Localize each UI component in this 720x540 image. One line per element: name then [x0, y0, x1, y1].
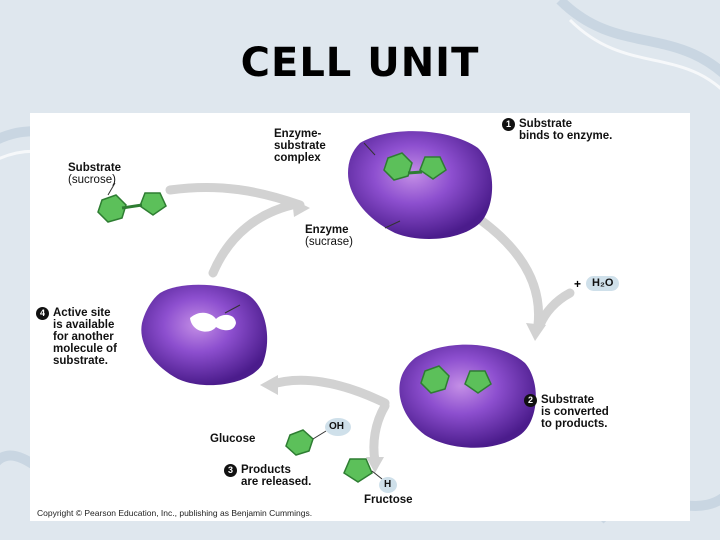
- step-4-line2: is available: [53, 319, 115, 331]
- enzyme-label-line1: Enzyme: [305, 224, 349, 236]
- water-plus: +: [574, 277, 582, 291]
- arrowhead-left: [260, 375, 278, 395]
- substrate-label: Substrate (sucrose): [68, 162, 121, 186]
- enzyme-substrate-complex: [348, 131, 493, 239]
- water-label: H₂O: [586, 276, 620, 291]
- arrowhead-top: [292, 199, 310, 217]
- enzyme-left: [141, 284, 268, 386]
- step-4-label: 4 Active site is available for another m…: [36, 307, 117, 367]
- fructose-label: Fructose: [364, 494, 413, 506]
- free-enzyme: [141, 284, 268, 386]
- step-3-label: 3 Products are released.: [224, 464, 311, 488]
- arrow-free-to-bind: [208, 200, 297, 278]
- step-4-line1: Active site: [53, 307, 111, 319]
- step-2-line2: is converted: [541, 406, 609, 418]
- step-1-line2: binds to enzyme.: [519, 130, 613, 142]
- complex-label-line3: complex: [274, 152, 321, 164]
- step-1-number: 1: [502, 118, 515, 131]
- step-4-line5: substrate.: [53, 355, 108, 367]
- fructose-molecule: [343, 458, 397, 493]
- arrow-release-to-free: [265, 375, 390, 408]
- step-1-line1: Substrate: [519, 118, 573, 130]
- step-2-label: 2 Substrate is converted to products.: [524, 394, 609, 430]
- leader-lines: [224, 142, 401, 314]
- sucrose-molecule: [97, 182, 167, 223]
- substrate-hexagon: [383, 152, 413, 181]
- step-3-number: 3: [224, 464, 237, 477]
- cycle-arrows: [165, 182, 575, 466]
- arrow-products-out: [369, 401, 390, 466]
- step-4-line3: for another: [53, 331, 114, 343]
- enzyme-bottom: [399, 344, 536, 448]
- enzyme-with-products: [399, 344, 536, 448]
- arrowheads: [260, 199, 546, 473]
- step-2-line1: Substrate: [541, 394, 595, 406]
- active-site-cleft: [190, 312, 236, 332]
- substrate-pentagon: [419, 156, 447, 180]
- enzyme-cycle-diagram: Substrate (sucrose) Enzyme- substrate co…: [30, 113, 690, 521]
- enzyme-label: Enzyme (sucrase): [305, 224, 353, 248]
- step-4-line4: molecule of: [53, 343, 117, 355]
- step-3-line2: are released.: [241, 476, 312, 488]
- diagram-graphic: [97, 131, 575, 493]
- glucose-label: Glucose: [210, 433, 256, 445]
- fructose-pentagon-bound: [464, 370, 492, 394]
- glucose-hexagon-bound: [420, 365, 450, 394]
- substrate-label-line1: Substrate: [68, 162, 122, 174]
- complex-label: Enzyme- substrate complex: [274, 128, 326, 164]
- step-3-line1: Products: [241, 464, 291, 476]
- arrow-substrate-in: [165, 182, 305, 210]
- enzyme-label-line2: (sucrase): [305, 236, 353, 248]
- enzyme-top: [348, 131, 493, 239]
- glucose-oh-label: OH: [329, 421, 344, 432]
- copyright-notice: Copyright © Pearson Education, Inc., pub…: [37, 508, 313, 518]
- step-2-number: 2: [524, 394, 537, 407]
- step-4-number: 4: [36, 307, 49, 320]
- glucose-molecule: [285, 418, 351, 456]
- arrow-bind-to-convert: [477, 216, 544, 330]
- slide-title: CELL UNIT: [240, 40, 480, 86]
- step-2-line3: to products.: [541, 418, 608, 430]
- substrate-label-line2: (sucrose): [68, 174, 116, 186]
- arrow-water-in: [535, 288, 575, 330]
- arrowhead-right: [526, 323, 546, 341]
- fructose-h-label: H: [384, 479, 392, 490]
- step-1-label: 1 Substrate binds to enzyme.: [502, 118, 612, 142]
- complex-label-line2: substrate: [274, 140, 326, 152]
- arrowhead-down: [366, 457, 384, 473]
- complex-label-line1: Enzyme-: [274, 128, 322, 140]
